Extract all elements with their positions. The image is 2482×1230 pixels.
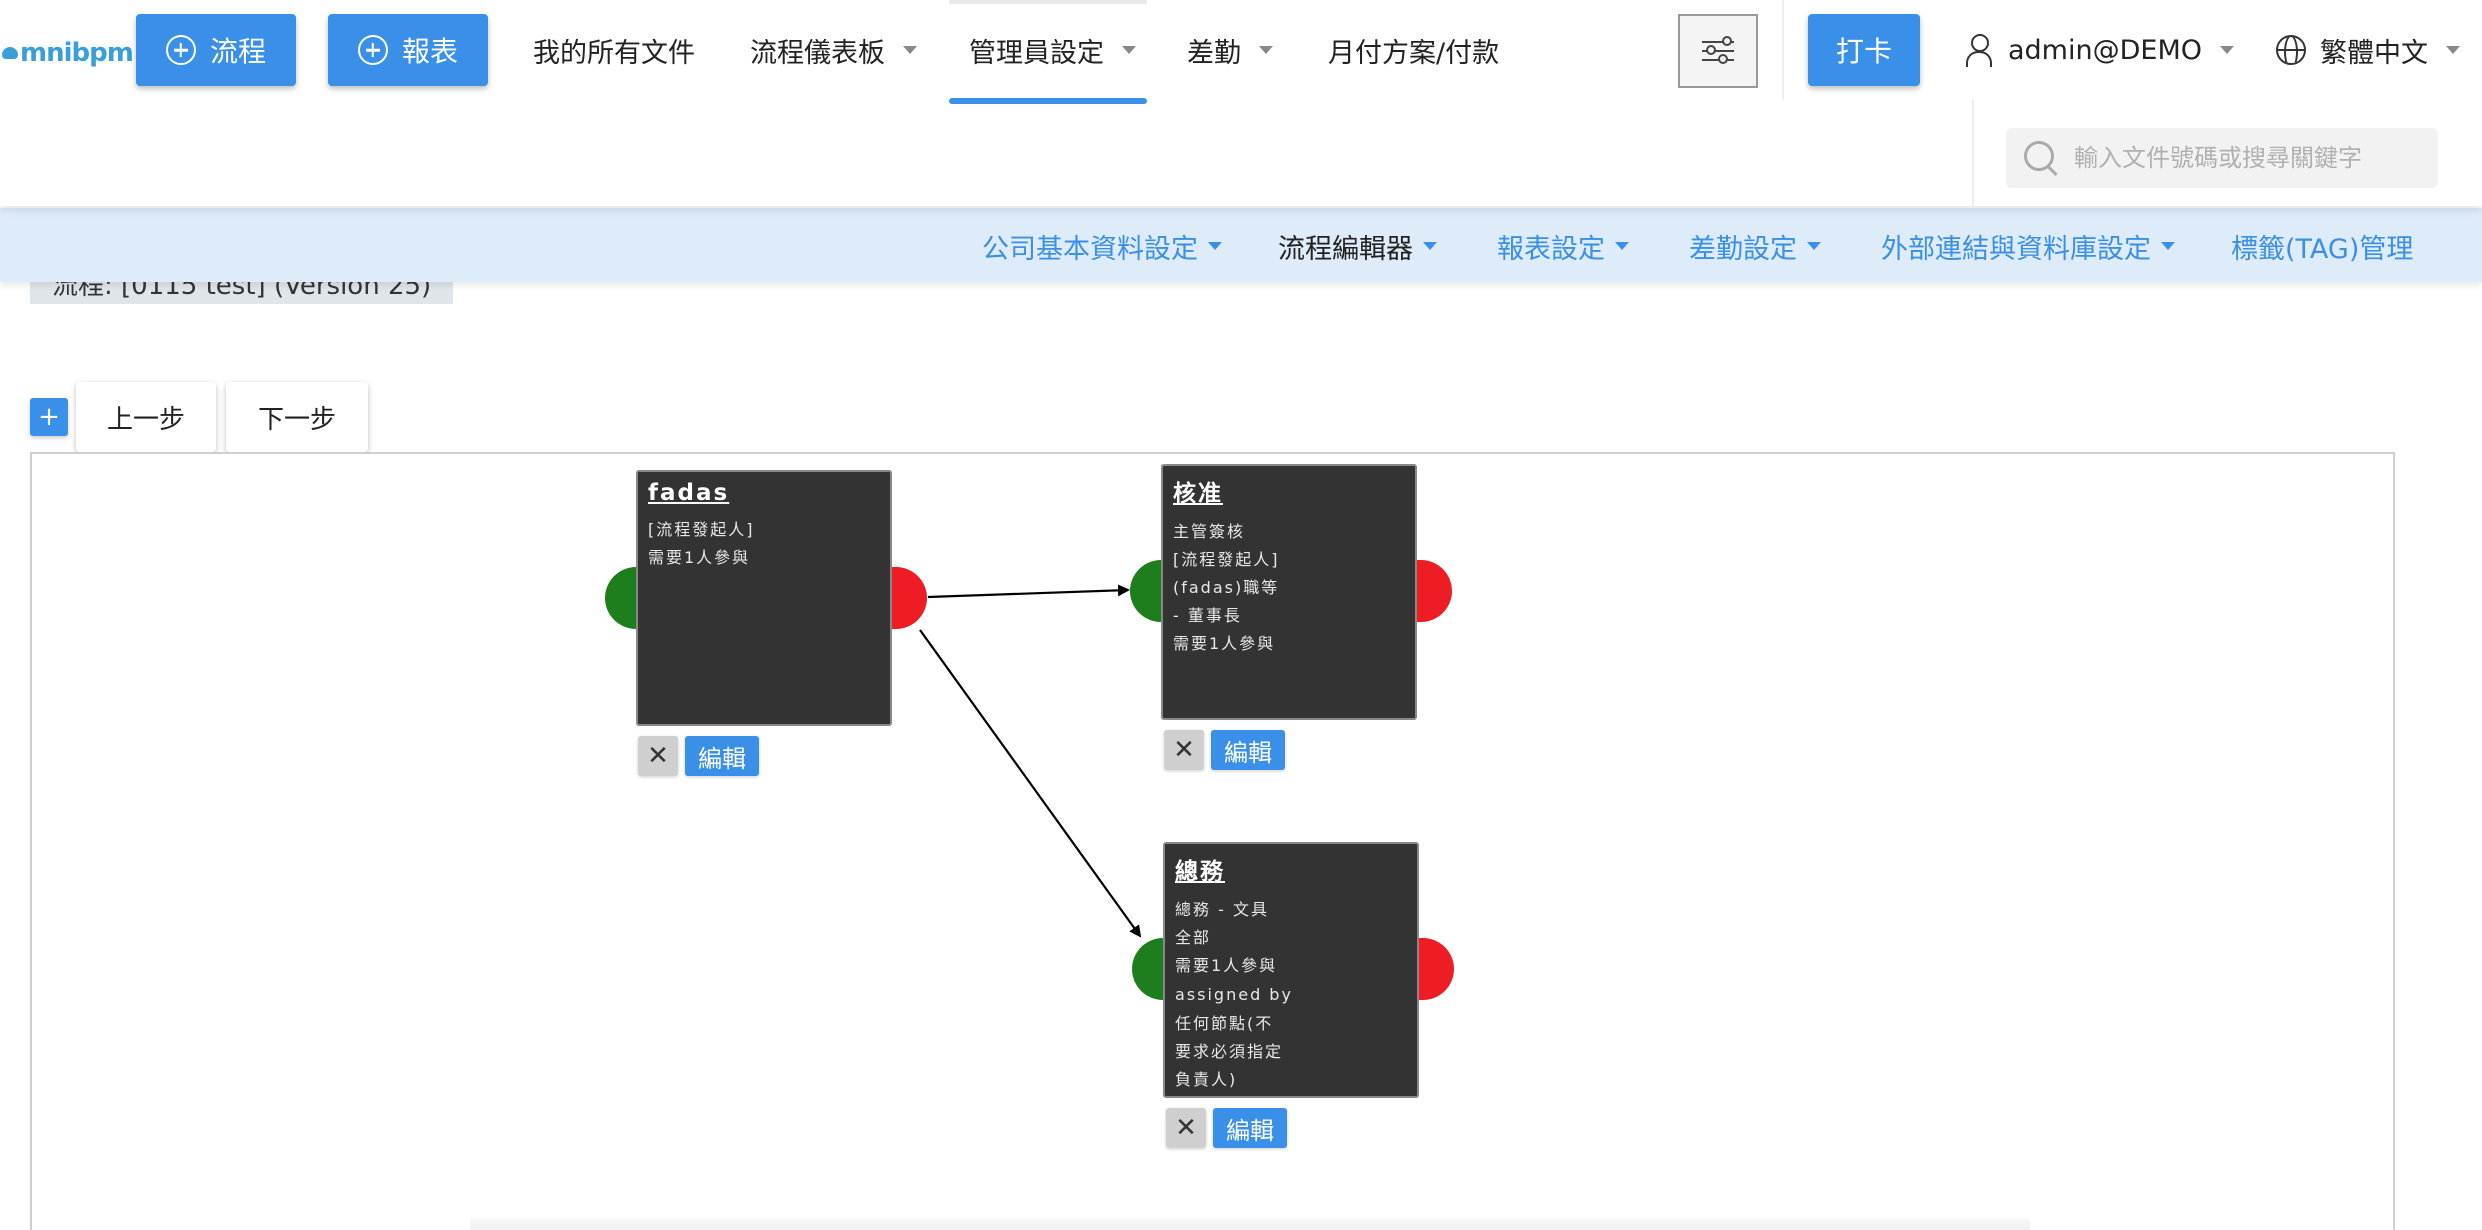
language-menu[interactable]: 繁體中文 — [2276, 30, 2460, 70]
node-detail: [流程發起人] — [1173, 550, 1280, 569]
subnav-external-settings-label: 外部連結與資料庫設定 — [1881, 233, 2151, 265]
node-edit-button[interactable]: 編輯 — [1211, 730, 1285, 770]
subnav-trip-settings[interactable]: 差勤設定 — [1689, 226, 1821, 266]
language-label: 繁體中文 — [2320, 37, 2428, 69]
node-delete-button[interactable]: ✕ — [1164, 730, 1204, 770]
search-input[interactable] — [2074, 144, 2414, 172]
redo-button[interactable]: 下一步 — [226, 382, 368, 452]
nav-dashboard-label: 流程儀表板 — [750, 37, 885, 69]
plus-circle-icon — [357, 35, 388, 65]
nav-business-trip[interactable]: 差勤 — [1187, 30, 1273, 70]
node-delete-button[interactable]: ✕ — [638, 736, 678, 776]
caret-down-icon — [1208, 242, 1222, 250]
flow-node[interactable]: 核准 主管簽核 [流程發起人] (fadas)職等 - 董事長 需要1人參與 — [1161, 464, 1417, 720]
divider — [1972, 100, 1974, 206]
close-icon: ✕ — [1175, 1113, 1197, 1143]
node-title: 總務 — [1175, 859, 1225, 885]
nav-monthly-plan-label: 月付方案/付款 — [1328, 37, 1500, 69]
close-icon: ✕ — [647, 741, 669, 771]
subnav-report-settings-label: 報表設定 — [1497, 233, 1605, 265]
node-detail: assigned by — [1175, 985, 1293, 1004]
node-detail: 負責人) — [1175, 1070, 1238, 1089]
divider — [1782, 0, 1784, 100]
subnav-tag-management-label: 標籤(TAG)管理 — [2231, 233, 2414, 265]
canvas-bottom-fade — [470, 1218, 2030, 1230]
nav-admin-settings[interactable]: 管理員設定 — [969, 30, 1136, 70]
new-flow-button[interactable]: 流程 — [136, 14, 296, 86]
logo-text: mnibpm — [20, 38, 134, 68]
node-detail: 要求必須指定 — [1175, 1042, 1284, 1061]
node-title: fadas — [648, 480, 730, 506]
globe-icon — [2276, 35, 2306, 65]
subnav-trip-settings-label: 差勤設定 — [1689, 233, 1797, 265]
node-edit-button[interactable]: 編輯 — [685, 736, 759, 776]
flow-node[interactable]: fadas [流程發起人] 需要1人參與 — [636, 470, 892, 726]
caret-down-icon — [1122, 46, 1136, 54]
user-icon — [1964, 34, 1994, 67]
slider-line — [1702, 45, 1734, 55]
add-node-button[interactable]: + — [30, 398, 68, 436]
user-name: admin@DEMO — [2008, 34, 2202, 66]
node-detail: 需要1人參與 — [1173, 634, 1276, 653]
node-detail: 任何節點(不 — [1175, 1014, 1274, 1033]
close-icon: ✕ — [1173, 735, 1195, 765]
filter-settings-button[interactable] — [1678, 14, 1758, 88]
caret-down-icon — [2161, 242, 2175, 250]
caret-down-icon — [1807, 242, 1821, 250]
nav-my-docs-label: 我的所有文件 — [533, 37, 695, 69]
node-delete-button[interactable]: ✕ — [1166, 1108, 1206, 1148]
user-menu[interactable]: admin@DEMO — [1964, 30, 2234, 70]
nav-active-indicator — [949, 98, 1147, 104]
slider-line — [1702, 36, 1734, 46]
caret-down-icon — [2220, 46, 2234, 54]
subnav-external-settings[interactable]: 外部連結與資料庫設定 — [1881, 226, 2175, 266]
node-detail: [流程發起人] — [648, 520, 755, 539]
node-detail: 主管簽核 — [1173, 522, 1246, 541]
node-detail: 需要1人參與 — [648, 548, 751, 567]
nav-admin-settings-label: 管理員設定 — [969, 37, 1104, 69]
node-detail: 全部 — [1175, 928, 1212, 947]
clock-in-label: 打卡 — [1835, 35, 1892, 68]
search-bar[interactable] — [2006, 128, 2438, 188]
flow-node[interactable]: 總務 總務 - 文具 全部 需要1人參與 assigned by 任何節點(不 … — [1163, 842, 1419, 1098]
node-edit-button[interactable]: 編輯 — [1213, 1108, 1287, 1148]
subnav-report-settings[interactable]: 報表設定 — [1497, 226, 1629, 266]
admin-subnav: 公司基本資料設定 流程編輯器 報表設定 差勤設定 外部連結與資料庫設定 標籤(T… — [0, 208, 2482, 282]
caret-down-icon — [2446, 46, 2460, 54]
subnav-company-settings-label: 公司基本資料設定 — [982, 233, 1198, 265]
app-logo[interactable]: mnibpm — [2, 38, 134, 68]
nav-active-topline — [949, 0, 1147, 4]
search-icon — [2024, 141, 2058, 175]
caret-down-icon — [1259, 46, 1273, 54]
node-detail: - 董事長 — [1173, 606, 1242, 625]
nav-business-trip-label: 差勤 — [1187, 37, 1241, 69]
nav-dashboard[interactable]: 流程儀表板 — [750, 30, 917, 70]
subnav-flow-editor-label: 流程編輯器 — [1278, 233, 1413, 265]
top-navbar: mnibpm 流程 報表 我的所有文件 流程儀表板 管理員設定 差勤 月付方案/… — [0, 0, 2482, 206]
plus-circle-icon — [165, 35, 196, 65]
clock-in-button[interactable]: 打卡 — [1808, 14, 1920, 86]
new-report-button[interactable]: 報表 — [328, 14, 488, 86]
new-flow-label: 流程 — [209, 35, 266, 68]
new-report-label: 報表 — [401, 35, 458, 68]
cloud-icon — [2, 47, 18, 59]
caret-down-icon — [1615, 242, 1629, 250]
node-title: 核准 — [1173, 481, 1223, 507]
slider-line — [1702, 54, 1734, 64]
subnav-company-settings[interactable]: 公司基本資料設定 — [982, 226, 1222, 266]
subnav-tag-management[interactable]: 標籤(TAG)管理 — [2231, 226, 2413, 266]
caret-down-icon — [903, 46, 917, 54]
undo-button[interactable]: 上一步 — [76, 382, 216, 452]
node-detail: 總務 - 文具 — [1175, 900, 1269, 919]
caret-down-icon — [1423, 242, 1437, 250]
nav-my-docs[interactable]: 我的所有文件 — [533, 30, 695, 70]
subnav-flow-editor[interactable]: 流程編輯器 — [1278, 226, 1437, 266]
node-detail: 需要1人參與 — [1175, 956, 1278, 975]
nav-monthly-plan[interactable]: 月付方案/付款 — [1328, 30, 1499, 70]
node-detail: (fadas)職等 — [1173, 578, 1280, 597]
